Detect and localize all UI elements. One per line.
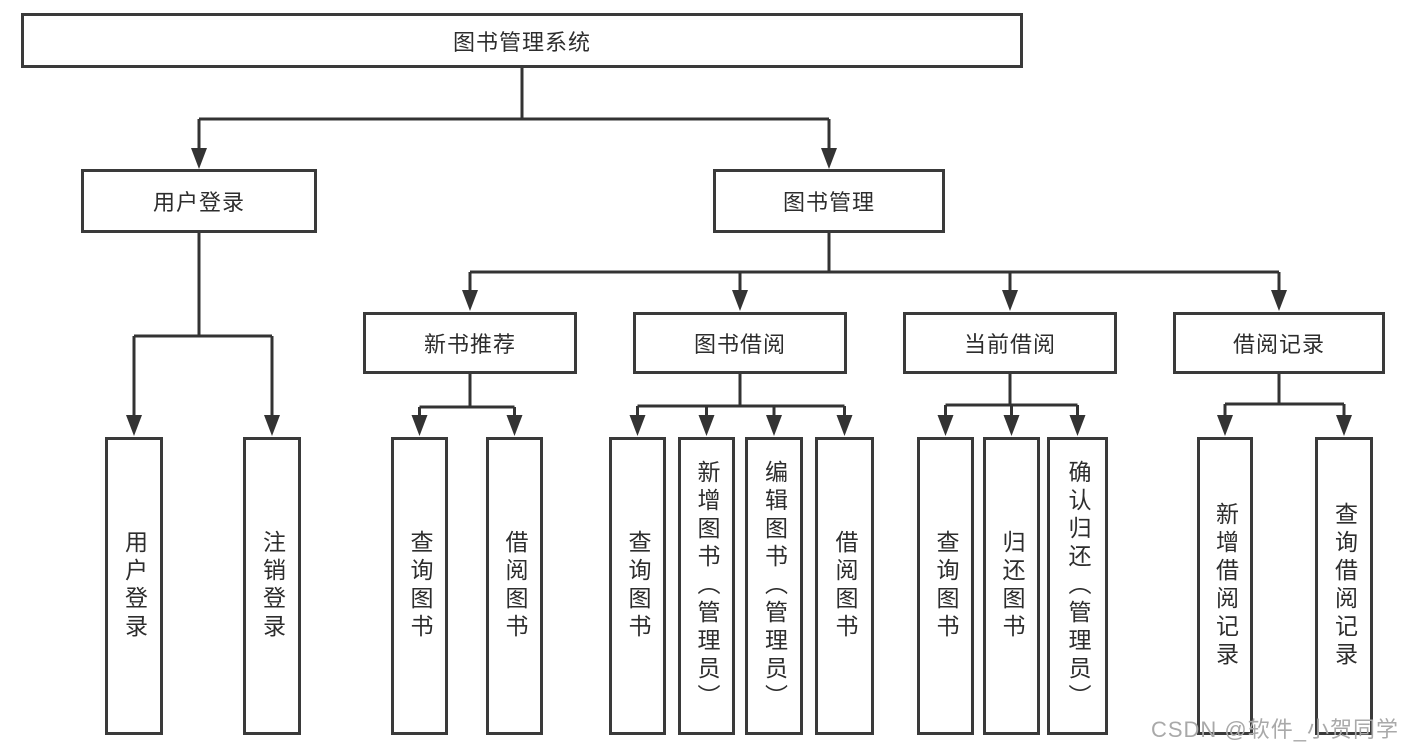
node-label: 新增借阅记录 <box>1212 502 1239 670</box>
leaf-recommend-query-books: 查询图书 <box>391 437 448 735</box>
node-label: 注销登录 <box>259 530 286 642</box>
node-current-borrowing: 当前借阅 <box>903 312 1117 374</box>
node-label: 编辑图书（管理员） <box>761 460 788 712</box>
leaf-records-add-record: 新增借阅记录 <box>1197 437 1253 735</box>
node-book-management: 图书管理 <box>713 169 945 233</box>
node-label: 图书管理系统 <box>452 29 591 55</box>
node-label: 借阅记录 <box>1232 332 1325 357</box>
leaf-borrowing-edit-books-admin: 编辑图书（管理员） <box>745 437 803 735</box>
node-label: 借阅图书 <box>502 530 528 642</box>
node-label: 借阅图书 <box>832 530 858 642</box>
node-label: 图书借阅 <box>693 332 786 357</box>
node-borrowing-records: 借阅记录 <box>1173 312 1385 374</box>
leaf-logout: 注销登录 <box>243 437 301 735</box>
node-label: 图书管理 <box>782 190 875 215</box>
leaf-borrowing-borrow-books: 借阅图书 <box>815 437 874 735</box>
node-label: 用户登录 <box>152 190 245 215</box>
node-book-borrowing: 图书借阅 <box>633 312 847 374</box>
node-library-system: 图书管理系统 <box>21 13 1023 68</box>
watermark: CSDN @软件_小贺同学 <box>1150 717 1399 742</box>
node-label: 查询借阅记录 <box>1331 502 1358 670</box>
leaf-borrowing-query-books: 查询图书 <box>609 437 666 735</box>
node-label: 查询图书 <box>625 530 651 642</box>
leaf-current-query-books: 查询图书 <box>917 437 974 735</box>
node-label: 确认归还（管理员） <box>1065 460 1091 712</box>
node-label: 用户登录 <box>121 530 148 642</box>
arrowheads <box>126 148 1352 436</box>
leaf-records-query-record: 查询借阅记录 <box>1315 437 1373 735</box>
node-user-login: 用户登录 <box>81 169 317 233</box>
leaf-current-return-books: 归还图书 <box>983 437 1040 735</box>
connector-path <box>132 68 1346 419</box>
node-label: 归还图书 <box>999 530 1025 642</box>
leaf-user-login: 用户登录 <box>105 437 163 735</box>
node-new-book-recommend: 新书推荐 <box>363 312 577 374</box>
leaf-current-confirm-return-admin: 确认归还（管理员） <box>1047 437 1108 735</box>
node-label: 查询图书 <box>933 530 959 642</box>
leaf-borrowing-add-books-admin: 新增图书（管理员） <box>678 437 735 735</box>
node-label: 新书推荐 <box>423 332 516 357</box>
leaf-recommend-borrow-books: 借阅图书 <box>486 437 543 735</box>
node-label: 当前借阅 <box>963 332 1056 357</box>
node-label: 查询图书 <box>407 530 433 642</box>
node-label: 新增图书（管理员） <box>694 460 720 712</box>
